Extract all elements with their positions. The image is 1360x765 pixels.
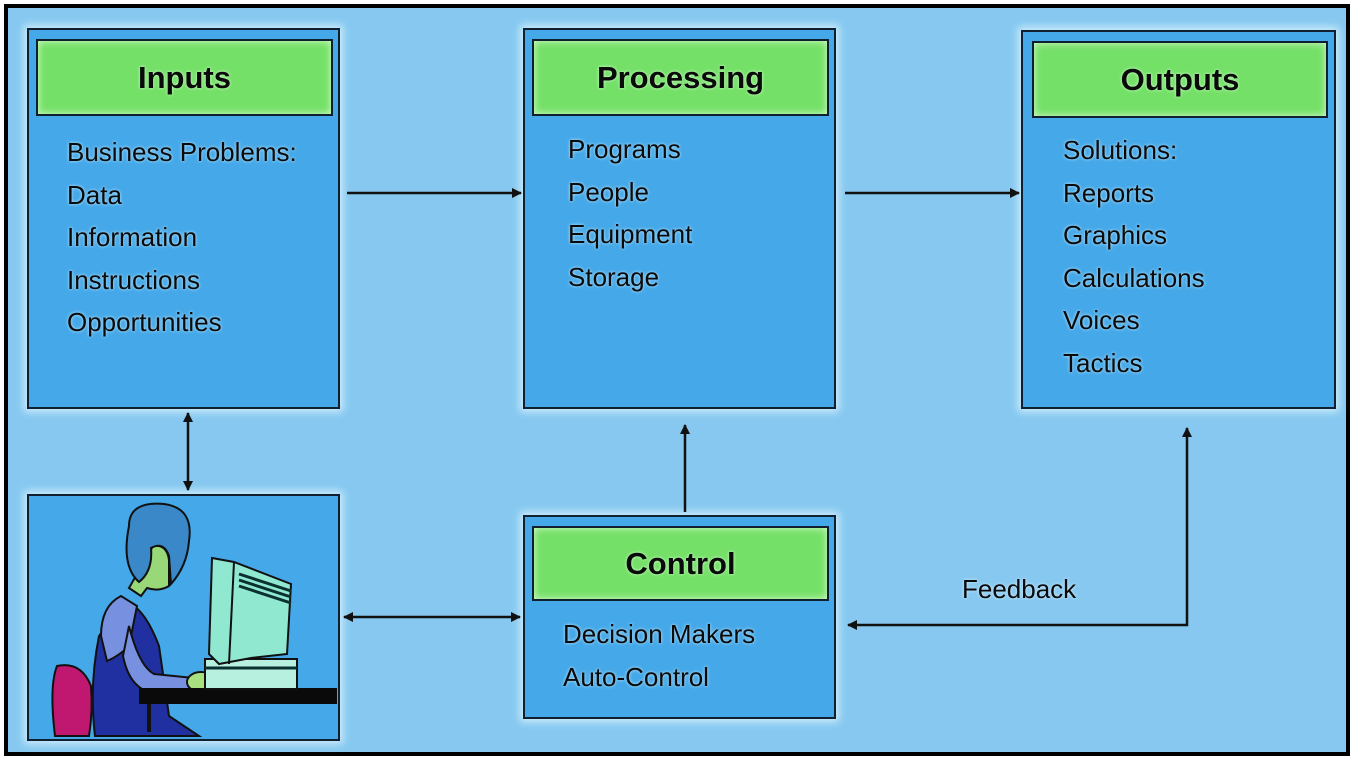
processing-list: Programs People Equipment Storage bbox=[568, 128, 692, 298]
list-item: Reports bbox=[1063, 177, 1155, 208]
list-item: People bbox=[568, 176, 649, 207]
control-box: Control Decision Makers Auto-Control bbox=[523, 515, 836, 719]
list-item: Solutions: bbox=[1063, 135, 1178, 165]
list-item: Business Problems: bbox=[67, 137, 297, 167]
outputs-title: Outputs bbox=[1120, 61, 1240, 97]
list-item: Information bbox=[67, 222, 198, 252]
processing-box: Processing Programs People Equipment Sto… bbox=[523, 28, 836, 409]
control-title: Control bbox=[625, 545, 736, 581]
inputs-box: Inputs Business Problems: Data Informati… bbox=[27, 28, 340, 409]
arrow-feedback bbox=[847, 427, 1192, 630]
list-item: Programs bbox=[568, 134, 681, 164]
user-illustration-box bbox=[27, 494, 340, 741]
processing-header: Processing bbox=[532, 39, 829, 116]
outputs-header: Outputs bbox=[1032, 41, 1328, 118]
list-item: Storage bbox=[568, 261, 660, 292]
inputs-title: Inputs bbox=[138, 59, 231, 95]
control-list: Decision Makers Auto-Control bbox=[563, 613, 755, 698]
list-item: Voices bbox=[1063, 305, 1140, 335]
control-header: Control bbox=[532, 526, 829, 601]
processing-title: Processing bbox=[596, 59, 765, 95]
list-item: Calculations bbox=[1063, 262, 1205, 293]
inputs-list: Business Problems: Data Information Inst… bbox=[67, 131, 297, 344]
list-item: Decision Makers bbox=[563, 619, 756, 649]
list-item: Instructions bbox=[67, 264, 200, 295]
feedback-label: Feedback bbox=[962, 574, 1077, 604]
list-item: Tactics bbox=[1063, 347, 1143, 378]
outputs-box: Outputs Solutions: Reports Graphics Calc… bbox=[1021, 30, 1336, 409]
outputs-list: Solutions: Reports Graphics Calculations… bbox=[1063, 129, 1205, 384]
inputs-header: Inputs bbox=[36, 39, 333, 116]
person-at-computer-icon bbox=[51, 502, 337, 737]
list-item: Data bbox=[67, 179, 122, 210]
list-item: Equipment bbox=[568, 219, 693, 249]
list-item: Graphics bbox=[1063, 220, 1168, 250]
list-item: Opportunities bbox=[67, 307, 222, 337]
list-item: Auto-Control bbox=[563, 661, 709, 692]
